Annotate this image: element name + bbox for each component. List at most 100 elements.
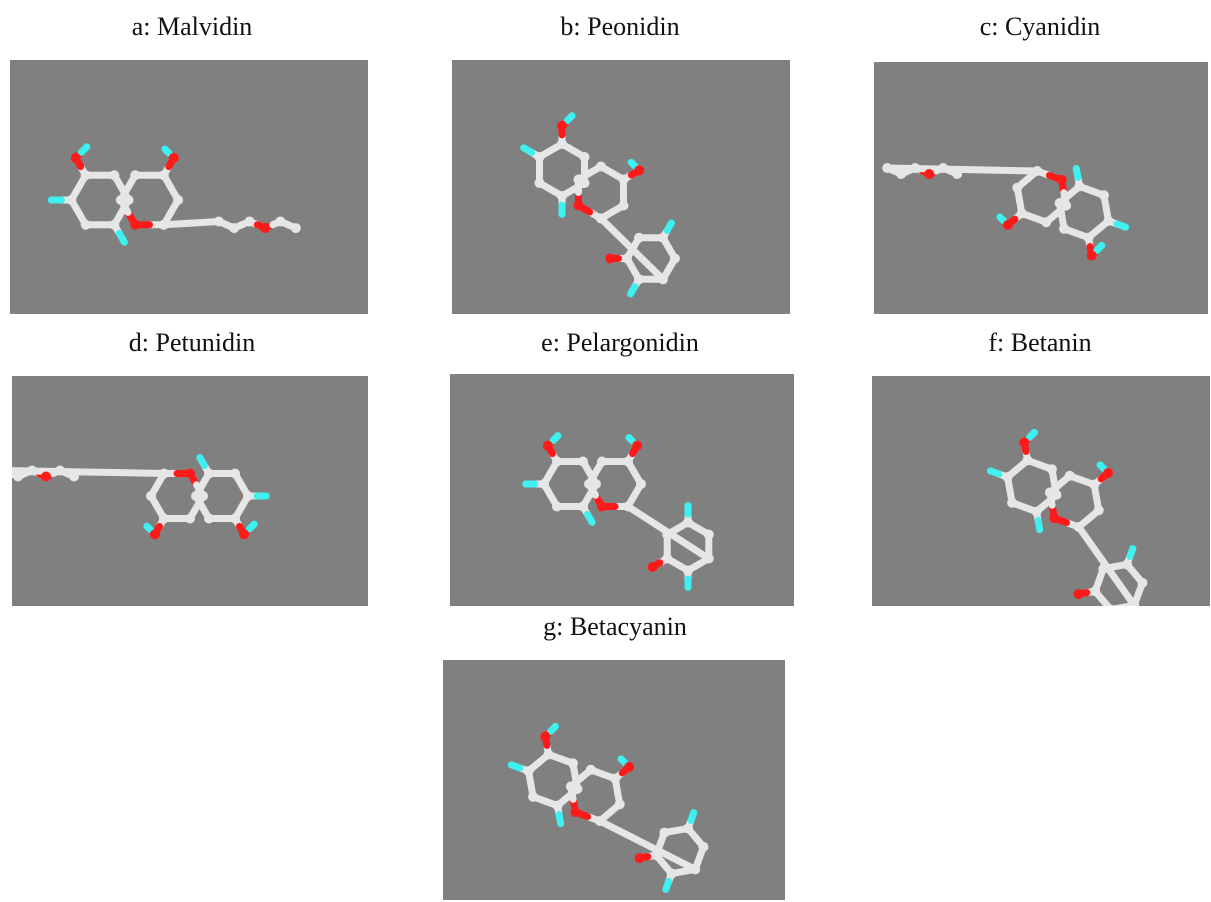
atom: [161, 145, 169, 153]
atom: [634, 853, 645, 864]
atom: [683, 565, 693, 576]
atom: [552, 800, 563, 811]
bond: [80, 468, 168, 477]
atom: [1032, 166, 1043, 177]
molecule-panel-e: [450, 374, 794, 606]
atom: [1093, 505, 1104, 516]
atom: [1107, 604, 1115, 606]
molecule-panel-c: [874, 62, 1208, 314]
atom: [41, 471, 51, 482]
atom: [27, 465, 37, 476]
atom: [683, 517, 693, 528]
atom: [617, 755, 625, 763]
atom: [621, 253, 632, 264]
atom: [1073, 589, 1084, 600]
atom: [1036, 526, 1044, 534]
atom: [634, 165, 645, 176]
atom: [173, 195, 184, 205]
atom: [597, 501, 607, 512]
atom: [690, 809, 698, 817]
atom: [13, 471, 23, 482]
atom: [196, 454, 204, 462]
atom: [130, 219, 141, 230]
panel-label-e: e: Pelargonidin: [541, 328, 699, 357]
molecule-model-cyanidin: [882, 163, 1130, 261]
atom: [244, 216, 255, 227]
atom: [1090, 586, 1101, 597]
bond: [1103, 562, 1138, 606]
atom: [83, 143, 91, 151]
atom: [130, 170, 141, 181]
atom: [520, 144, 528, 152]
atom: [595, 213, 606, 224]
atom: [1083, 232, 1094, 243]
atom: [66, 195, 77, 205]
atom: [1041, 217, 1052, 228]
atom: [627, 158, 635, 166]
atom: [618, 200, 629, 211]
atom: [1049, 513, 1060, 524]
atom: [1056, 174, 1067, 185]
atom: [557, 120, 567, 131]
atom: [260, 223, 270, 234]
atom: [47, 196, 55, 204]
atom: [522, 480, 530, 488]
bond: [664, 529, 713, 563]
panel-label-c: c: Cyanidin: [979, 12, 1101, 41]
atom: [1122, 223, 1130, 231]
atom: [542, 440, 553, 451]
panel-label-a: a: Malvidin: [131, 12, 253, 41]
atom: [703, 529, 714, 540]
atom: [1007, 497, 1018, 508]
atom: [143, 522, 151, 530]
atom: [1098, 242, 1106, 250]
atom: [1137, 577, 1148, 588]
atom: [275, 216, 286, 227]
atom: [1086, 250, 1097, 261]
atom: [198, 491, 208, 501]
atom: [636, 479, 646, 489]
bond: [597, 215, 636, 253]
atom: [507, 761, 515, 769]
atom: [1059, 223, 1070, 234]
atom: [1103, 215, 1114, 226]
atom: [662, 553, 673, 564]
bond: [644, 841, 699, 873]
atom: [610, 773, 621, 784]
atom: [557, 139, 567, 149]
atom: [938, 163, 949, 174]
atom: [567, 758, 578, 769]
atom: [1030, 428, 1038, 436]
atom: [659, 827, 670, 838]
atom: [570, 807, 581, 818]
atom: [594, 815, 605, 826]
atom: [185, 513, 195, 524]
atom: [1002, 220, 1013, 231]
atom: [159, 468, 169, 479]
atom: [80, 219, 91, 230]
bond: [12, 467, 88, 476]
atom: [623, 456, 633, 467]
atom: [1129, 545, 1137, 553]
atom: [191, 491, 201, 501]
atom: [109, 219, 120, 230]
atom: [1073, 521, 1084, 532]
atom: [1103, 467, 1114, 478]
bond: [883, 164, 966, 174]
atom: [123, 195, 134, 205]
atom: [158, 170, 169, 181]
atom: [552, 501, 562, 512]
atom: [1044, 487, 1055, 498]
atom: [534, 178, 545, 188]
molecule-panel-g: [443, 660, 785, 900]
bond: [624, 503, 672, 537]
atom: [1096, 461, 1104, 469]
atom: [554, 432, 562, 440]
atom: [115, 195, 126, 205]
atom: [557, 820, 565, 828]
atom: [625, 434, 633, 442]
atom: [262, 492, 270, 500]
panel-label-b: b: Peonidin: [560, 12, 680, 41]
atom: [1061, 200, 1072, 211]
atom: [952, 169, 963, 180]
